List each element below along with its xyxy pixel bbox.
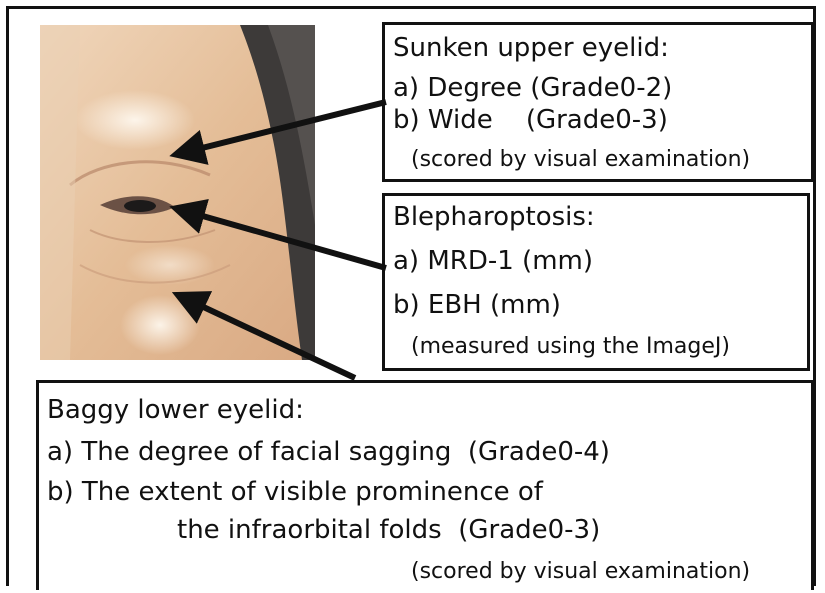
arrow-sunken	[178, 102, 386, 154]
arrow-ptosis	[178, 209, 386, 268]
arrow-baggy	[180, 296, 355, 378]
